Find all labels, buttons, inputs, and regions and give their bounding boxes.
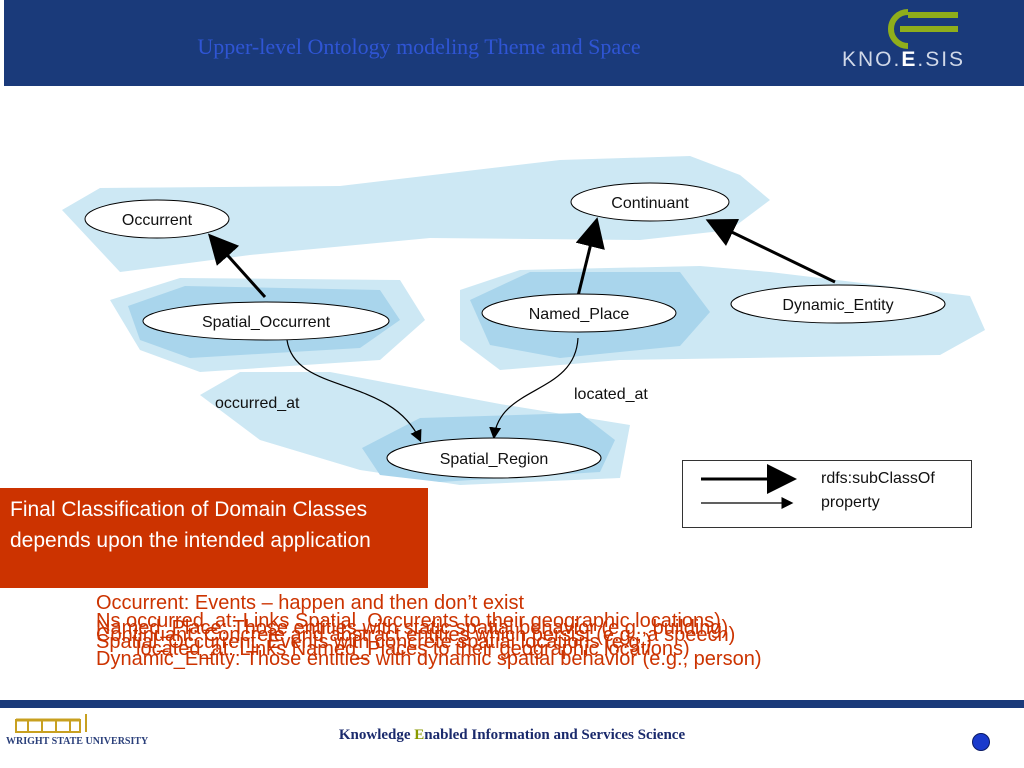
node-dynamic-entity	[730, 284, 946, 324]
node-spatial-occurrent-label: Spatial_Occurrent	[202, 314, 331, 331]
node-occurrent-label: Occurrent	[122, 212, 193, 229]
node-spatial-occurrent	[142, 301, 390, 341]
footer-tagline: Knowledge Enabled Information and Servic…	[0, 727, 1024, 744]
occurred-at-arrow	[286, 339, 422, 443]
node-spatial-region-label: Spatial_Region	[440, 451, 549, 468]
subclass-arrow-named-place	[575, 217, 605, 297]
subclass-arrow-spatial-occurrent	[207, 233, 267, 299]
overlap-line-6: located_at: Links Named_Places to their …	[136, 638, 690, 660]
overlap-line-4: Continuant: Concrete and abstract entiti…	[96, 624, 736, 646]
logo-prefix: KNO.	[842, 48, 902, 71]
footer-divider	[0, 700, 1024, 708]
logo-mark-icon	[888, 9, 958, 49]
footer-e: E	[414, 727, 425, 743]
edge-occurred-at-label: occurred_at	[215, 395, 300, 412]
subclass-arrow-dynamic-entity	[705, 218, 836, 284]
logo-e: E	[901, 48, 918, 71]
knoesis-logo	[830, 0, 1024, 86]
footer-suffix: nabled Information and Services Science	[424, 727, 686, 743]
node-dynamic-entity-label: Dynamic_Entity	[782, 297, 893, 314]
node-continuant-label: Continuant	[611, 195, 689, 212]
legend: rdfs:subClassOf property	[682, 460, 972, 528]
node-named-place-label: Named_Place	[529, 306, 630, 323]
header: Upper-level Ontology modeling Theme and …	[0, 0, 1024, 86]
logo-suffix: .SIS	[917, 48, 966, 71]
located-at-arrow	[489, 337, 579, 440]
node-occurrent	[84, 199, 230, 239]
node-continuant	[570, 182, 730, 222]
legend-property-label: property	[821, 494, 880, 511]
overlap-line-5: Spatial_Occurrent: Events with concrete …	[96, 631, 652, 653]
overlap-line-1: Occurrent: Events – happen and then don’…	[96, 592, 525, 614]
ontology-diagram: Occurrent Continuant Spatial_Occurrent N…	[0, 86, 1024, 706]
node-spatial-region	[386, 437, 602, 479]
classification-callout: Final Classification of Domain Classes d…	[0, 488, 428, 588]
slide-indicator-dot[interactable]	[972, 733, 990, 751]
page-title: Upper-level Ontology modeling Theme and …	[197, 34, 641, 59]
legend-subclass-label: rdfs:subClassOf	[821, 470, 935, 487]
edge-located-at-label: located_at	[574, 386, 648, 403]
header-bar	[4, 0, 830, 86]
node-named-place	[481, 293, 677, 333]
wright-state-text: WRIGHT STATE UNIVERSITY	[6, 736, 149, 747]
footer-prefix: Knowledge	[338, 727, 415, 743]
wright-state-logo	[8, 712, 108, 760]
wsu-building-icon	[15, 714, 87, 733]
overlap-line-2: Ns occurred_at: Links Spatial_Occurents …	[96, 610, 721, 632]
overlap-line-7: Dynamic_Entity: Those entities with dyna…	[96, 648, 762, 670]
logo-text: KNO.E.SIS	[842, 48, 965, 72]
overlap-line-3: Named_Place: Those entities with static …	[96, 617, 729, 639]
